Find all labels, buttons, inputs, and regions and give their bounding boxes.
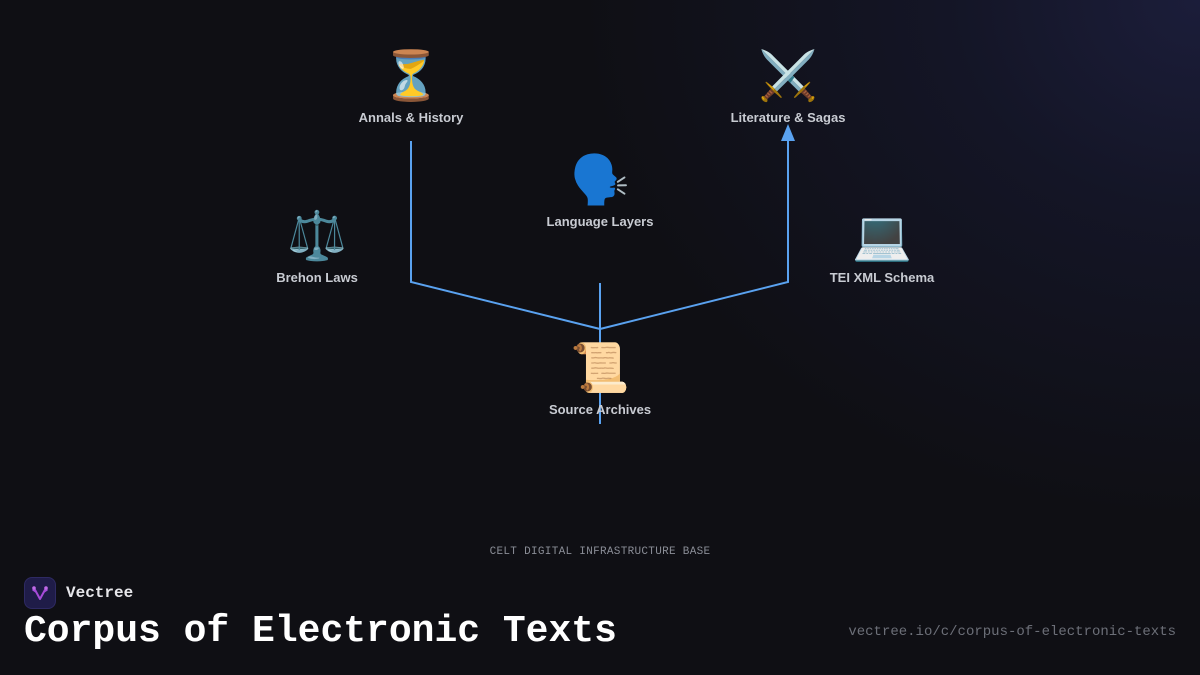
edge-source-to-literature <box>599 138 789 330</box>
node-source-archives[interactable]: 📜 Source Archives <box>500 340 700 417</box>
brand-name: Vectree <box>66 584 134 602</box>
page-url[interactable]: vectree.io/c/corpus-of-electronic-texts <box>848 624 1176 640</box>
node-label: Literature & Sagas <box>730 110 846 125</box>
node-label: Language Layers <box>546 214 654 229</box>
node-label: Annals & History <box>358 110 464 125</box>
balance-scale-icon: ⚖️ <box>287 208 347 264</box>
node-label: Brehon Laws <box>276 270 358 285</box>
arrowhead-literature <box>781 124 795 141</box>
page-title: Corpus of Electronic Texts <box>24 610 617 653</box>
vectree-logo-icon <box>24 577 56 609</box>
brand[interactable]: Vectree <box>24 577 133 609</box>
node-literature-sagas[interactable]: ⚔️ Literature & Sagas <box>688 48 888 125</box>
node-language-layers[interactable]: 🗣️ Language Layers <box>500 152 700 229</box>
node-label: TEI XML Schema <box>829 270 935 285</box>
crossed-swords-icon: ⚔️ <box>758 48 818 104</box>
edge-source-to-annals <box>410 141 601 330</box>
node-label: Source Archives <box>548 402 652 417</box>
diagram-caption: CELT DIGITAL INFRASTRUCTURE BASE <box>489 546 711 558</box>
laptop-icon: 💻 <box>852 208 912 264</box>
node-annals-history[interactable]: ⏳ Annals & History <box>311 48 511 125</box>
hourglass-icon: ⏳ <box>381 48 441 104</box>
scroll-icon: 📜 <box>570 340 630 396</box>
node-tei-xml-schema[interactable]: 💻 TEI XML Schema <box>782 208 982 285</box>
speaking-head-icon: 🗣️ <box>570 152 630 208</box>
node-brehon-laws[interactable]: ⚖️ Brehon Laws <box>217 208 417 285</box>
